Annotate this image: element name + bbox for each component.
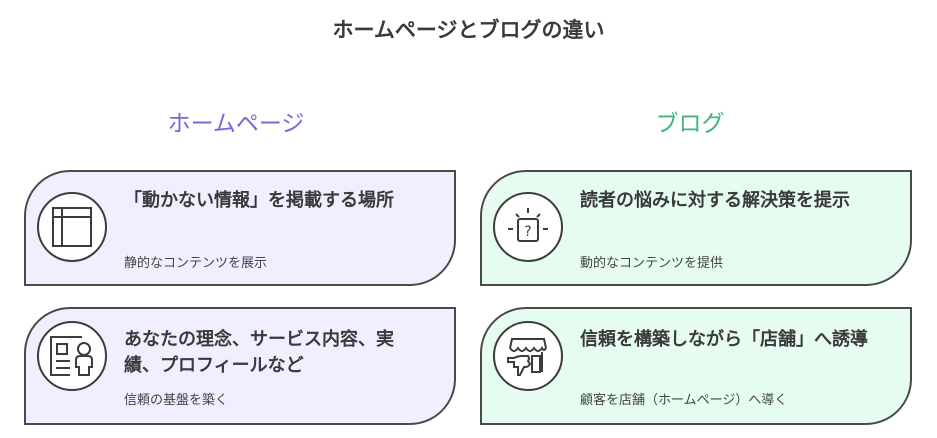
card-heading: 読者の悩みに対する解決策を提示 [580, 190, 850, 211]
card-heading: 信頼を構築しながら「店舗」へ誘導 [580, 329, 868, 350]
profile-card-icon [37, 321, 107, 391]
card-heading: あなたの理念、サービス内容、実績、プロフィールなど [124, 329, 394, 376]
blog-card-solutions: ? 読者の悩みに対する解決策を提示 動的なコンテンツを提供 [480, 170, 912, 286]
card-subtext: 静的なコンテンツを展示 [124, 256, 268, 271]
question-lightbox-icon: ? [493, 192, 563, 262]
layout-icon [37, 192, 107, 262]
homepage-card-philosophy: あなたの理念、サービス内容、実績、プロフィールなど 信頼の基盤を築く [24, 307, 456, 425]
svg-text:?: ? [524, 224, 531, 240]
card-subtext: 顧客を店舗（ホームページ）へ導く [580, 393, 788, 408]
homepage-card-static-info: 「動かない情報」を掲載する場所 静的なコンテンツを展示 [24, 170, 456, 286]
card-subtext: 動的なコンテンツを提供 [580, 256, 724, 271]
card-subtext: 信頼の基盤を築く [124, 393, 229, 408]
column-header-homepage: ホームページ [167, 111, 305, 137]
card-heading: 「動かない情報」を掲載する場所 [124, 190, 394, 211]
column-header-blog: ブログ [655, 111, 725, 137]
storefront-icon [493, 321, 563, 391]
page-title: ホームページとブログの違い [332, 18, 605, 42]
blog-card-guide-to-store: 信頼を構築しながら「店舗」へ誘導 顧客を店舗（ホームページ）へ導く [480, 307, 912, 425]
